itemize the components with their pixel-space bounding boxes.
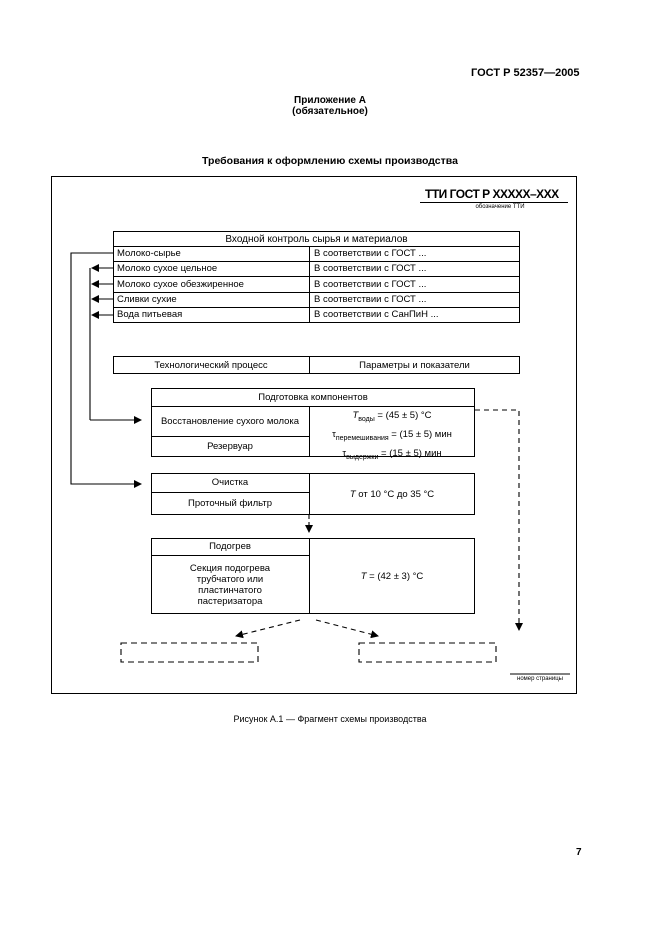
- prep-params: Tводы = (45 ± 5) °С τперемешивания = (15…: [309, 408, 475, 465]
- appendix-title: Приложение А: [294, 95, 366, 106]
- process-header-left: Технологический процесс: [154, 359, 268, 371]
- process-header: [113, 356, 520, 374]
- row-divider: [113, 307, 520, 308]
- figure-caption: Рисунок А.1 — Фрагмент схемы производств…: [233, 714, 427, 724]
- row-divider: [151, 555, 309, 556]
- tti-caption: обозначение ТТИ: [475, 204, 525, 210]
- row-divider: [113, 261, 520, 262]
- clean-param: T от 10 °С до 35 °С: [349, 488, 435, 500]
- input-control-table: Входной контроль сырья и материалов: [113, 231, 520, 323]
- appendix-status: (обязательное): [292, 106, 368, 117]
- standard-number: ГОСТ Р 52357—2005: [471, 67, 580, 79]
- heat-title: Подогрев: [209, 541, 251, 552]
- param-mixing-time: τперемешивания = (15 ± 5) мин: [332, 428, 452, 442]
- column-divider: [309, 473, 310, 515]
- prep-row-2: Резервуар: [207, 441, 253, 452]
- table-row-item: Сливки сухие: [117, 294, 177, 305]
- input-control-title: Входной контроль сырья и материалов: [225, 234, 408, 245]
- table-row-req: В соответствии с ГОСТ ...: [314, 263, 427, 274]
- page-caption: номер страницы: [517, 676, 563, 682]
- row-divider: [113, 246, 520, 247]
- table-row-item: Молоко-сырье: [117, 248, 181, 259]
- column-divider: [309, 538, 310, 614]
- param-water-temp: Tводы = (45 ± 5) °С: [352, 410, 432, 423]
- prep-row-1: Восстановление сухого молока: [160, 416, 300, 427]
- row-divider: [113, 276, 520, 277]
- row-divider: [113, 292, 520, 293]
- tti-underline: [420, 202, 568, 203]
- clean-title: Очистка: [211, 477, 249, 488]
- param-holding-time: τвыдержки = (15 ± 5) мин: [342, 447, 442, 461]
- clean-block: [151, 473, 475, 515]
- column-divider: [309, 406, 310, 457]
- heat-param: T = (42 ± 3) °С: [360, 570, 424, 582]
- table-row-item: Вода питьевая: [117, 309, 183, 320]
- prep-title: Подготовка компонентов: [258, 391, 368, 403]
- process-header-right: Параметры и показатели: [359, 359, 470, 371]
- row-divider: [151, 406, 475, 407]
- table-row-item: Молоко сухое цельное: [117, 263, 218, 274]
- column-divider: [309, 356, 310, 374]
- table-row-req: В соответствии с СанПиН ...: [314, 309, 439, 320]
- scheme-frame: [51, 176, 577, 694]
- table-row-req: В соответствии с ГОСТ ...: [314, 294, 427, 305]
- clean-row: Проточный фильтр: [188, 498, 272, 509]
- section-title: Требования к оформлению схемы производст…: [202, 155, 458, 167]
- tti-title: ТТИ ГОСТ Р ХХХХХ–ХХХ: [425, 187, 559, 201]
- heat-block: [151, 538, 475, 614]
- page-number: 7: [576, 847, 582, 858]
- column-divider: [309, 246, 310, 323]
- table-row-req: В соответствии с ГОСТ ...: [314, 278, 427, 290]
- table-row-req: В соответствии с ГОСТ ...: [314, 248, 427, 259]
- row-divider: [151, 492, 309, 493]
- prep-block: [151, 388, 475, 457]
- table-row-item: Молоко сухое обезжиренное: [117, 278, 244, 290]
- heat-row: Секция подогрева трубчатого или пластинч…: [189, 563, 271, 607]
- row-divider: [151, 436, 309, 437]
